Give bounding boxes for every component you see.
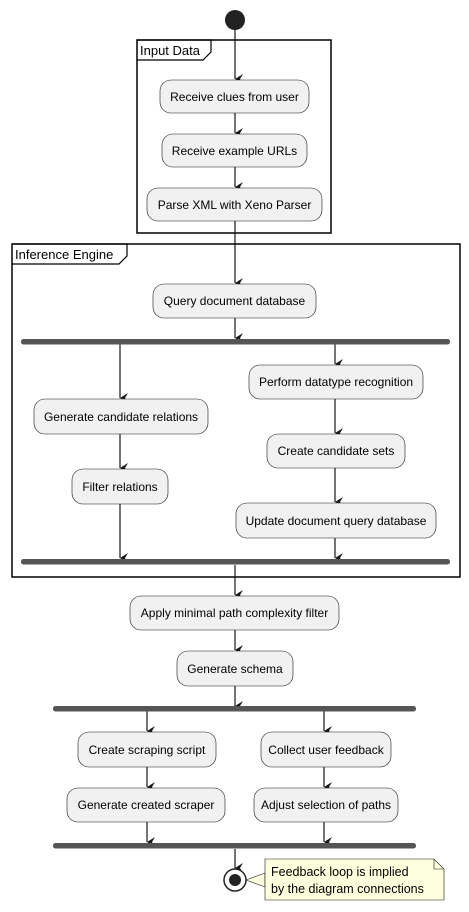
action-update-db-label: Update document query database xyxy=(246,514,427,528)
action-generate-scraper-label: Generate created scraper xyxy=(78,798,215,812)
action-generate-relations-label: Generate candidate relations xyxy=(44,410,198,424)
action-generate-schema-label: Generate schema xyxy=(187,662,283,676)
join-bar-inference xyxy=(21,559,450,565)
fork-bar-inference xyxy=(21,339,450,345)
action-parse-xml: Parse XML with Xeno Parser xyxy=(146,187,323,222)
frame-inference-engine-title: Inference Engine xyxy=(15,247,113,262)
action-scraping-script: Create scraping script xyxy=(77,731,217,768)
action-update-db: Update document query database xyxy=(235,502,437,539)
action-query-db: Query document database xyxy=(152,283,317,319)
action-receive-urls: Receive example URLs xyxy=(161,133,308,168)
note-line-1: Feedback loop is implied xyxy=(271,865,409,879)
action-filter-relations: Filter relations xyxy=(71,468,169,505)
action-generate-relations: Generate candidate relations xyxy=(33,398,209,435)
action-adjust-paths: Adjust selection of paths xyxy=(253,787,399,823)
fork-bar-output xyxy=(53,706,416,712)
action-generate-scraper: Generate created scraper xyxy=(66,787,226,823)
action-adjust-paths-label: Adjust selection of paths xyxy=(261,798,391,812)
action-candidate-sets-label: Create candidate sets xyxy=(278,444,395,458)
action-receive-clues-label: Receive clues from user xyxy=(170,90,299,104)
action-receive-urls-label: Receive example URLs xyxy=(172,144,297,158)
frame-input-data: Input Data xyxy=(136,39,332,234)
action-query-db-label: Query document database xyxy=(164,294,306,308)
note-line-2: by the diagram connections xyxy=(271,882,424,896)
action-scraping-script-label: Create scraping script xyxy=(89,743,206,757)
start-node xyxy=(225,10,245,30)
action-datatype-recognition-label: Perform datatype recognition xyxy=(259,375,413,389)
action-datatype-recognition: Perform datatype recognition xyxy=(248,364,424,400)
edges xyxy=(119,30,343,873)
frame-input-data-title: Input Data xyxy=(140,43,201,58)
end-node xyxy=(223,868,247,892)
sync-bars xyxy=(21,339,450,849)
action-user-feedback: Collect user feedback xyxy=(260,731,392,768)
action-path-filter-label: Apply minimal path complexity filter xyxy=(141,606,328,620)
frame-inference-engine: Inference Engine xyxy=(11,243,461,578)
action-path-filter: Apply minimal path complexity filter xyxy=(129,595,340,631)
note: Feedback loop is implied by the diagram … xyxy=(245,858,445,901)
action-user-feedback-label: Collect user feedback xyxy=(268,743,384,757)
action-generate-schema: Generate schema xyxy=(176,650,294,687)
action-filter-relations-label: Filter relations xyxy=(82,480,157,494)
action-parse-xml-label: Parse XML with Xeno Parser xyxy=(158,198,312,212)
action-candidate-sets: Create candidate sets xyxy=(266,433,406,469)
action-receive-clues: Receive clues from user xyxy=(159,79,310,114)
join-bar-output xyxy=(53,843,416,849)
